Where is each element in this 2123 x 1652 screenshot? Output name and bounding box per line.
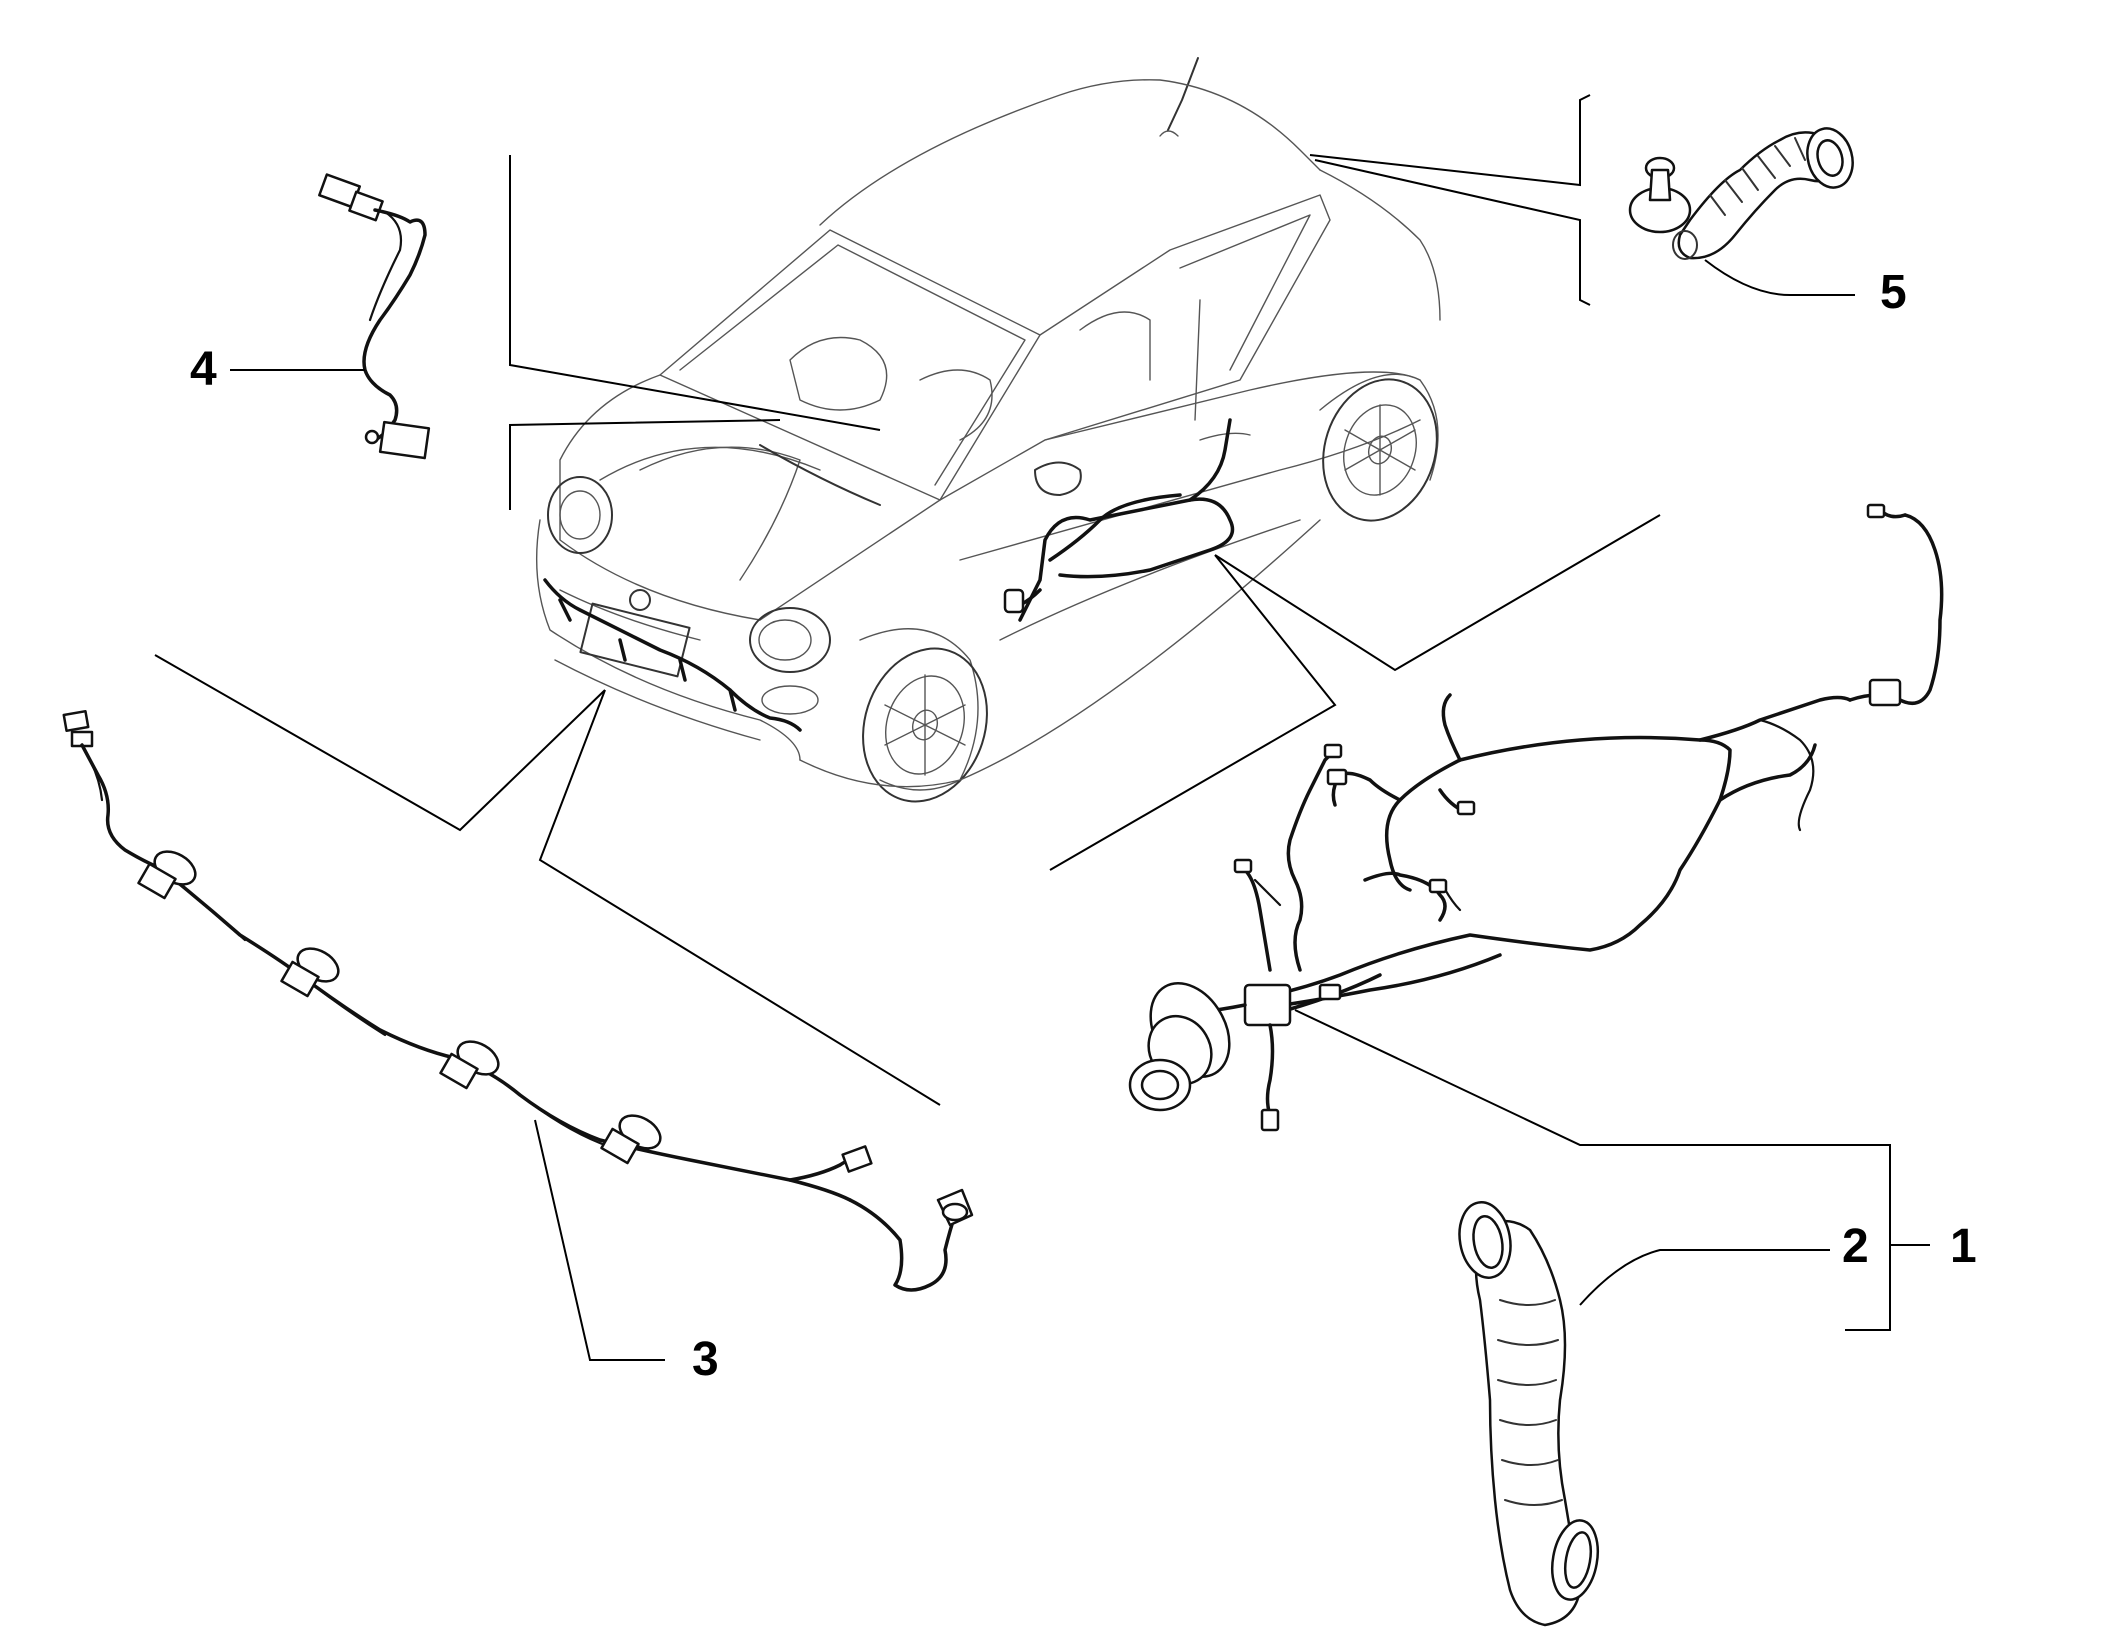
callout-2: 2 [1842, 1220, 1869, 1273]
part-1-door-harness [1128, 503, 1944, 1132]
car-illustration [535, 57, 1441, 803]
callout-3: 3 [692, 1333, 719, 1386]
part-4-harness [318, 173, 431, 460]
callout-1: 1 [1950, 1220, 1977, 1273]
callout-5: 5 [1880, 266, 1907, 319]
callout-labels: 1 2 3 4 5 [190, 266, 1977, 1386]
part-3-bumper-harness [62, 709, 974, 1292]
leader-lines [154, 94, 1930, 1361]
part-2-door-boot [1458, 1201, 1600, 1627]
part-5-grommet [1628, 127, 1854, 260]
callout-4: 4 [190, 343, 217, 396]
